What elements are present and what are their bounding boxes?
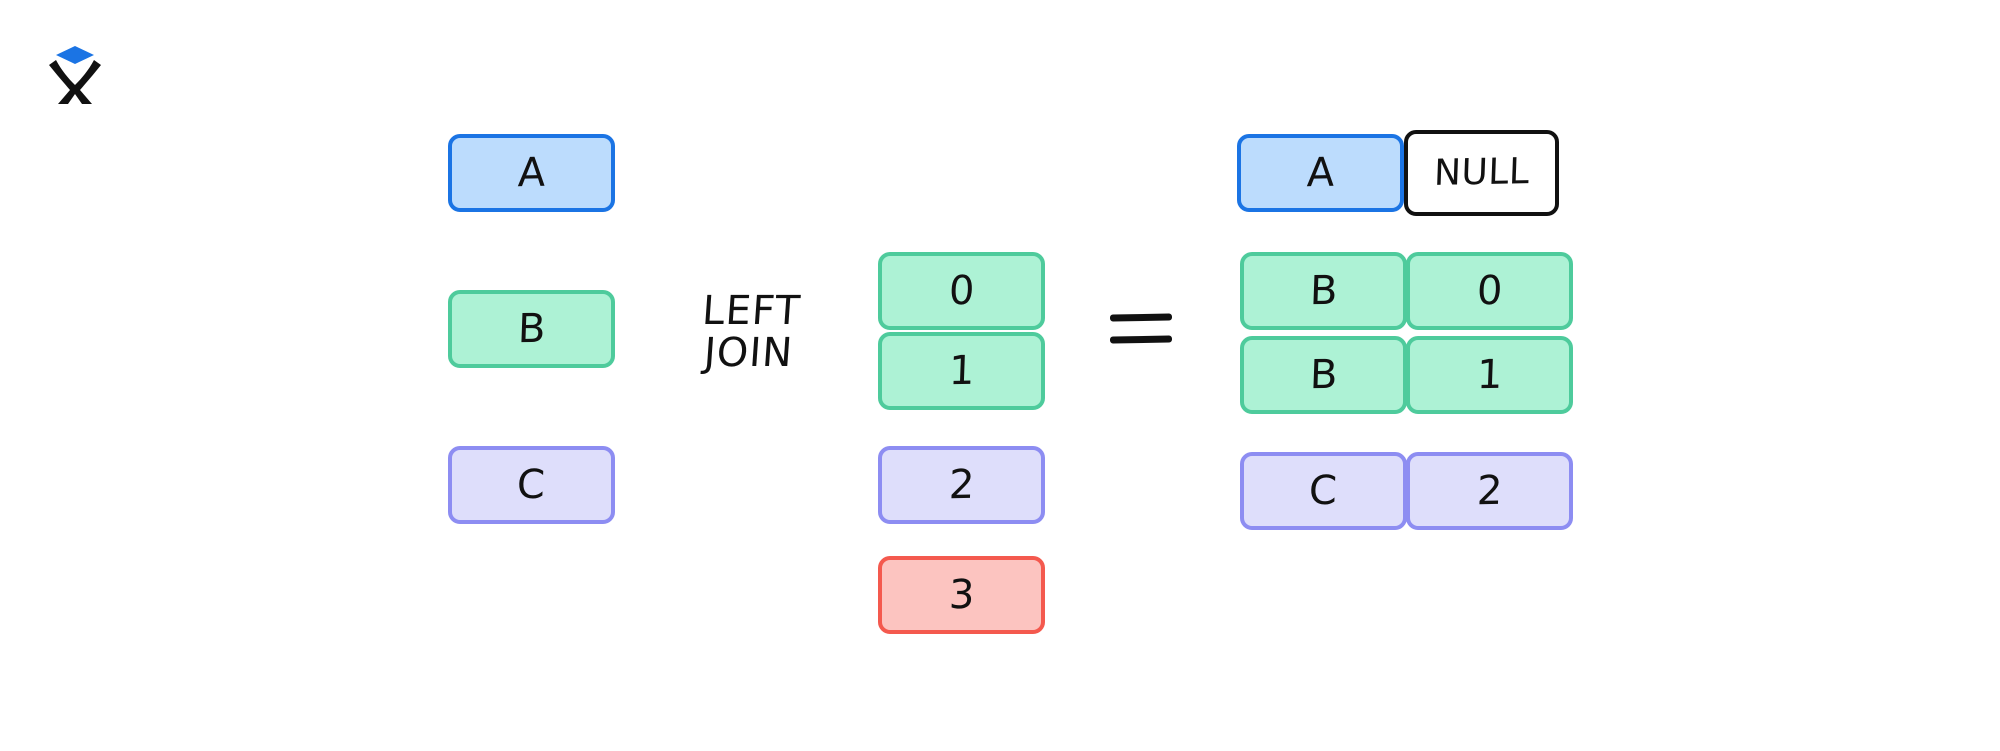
operator-line-2: JOIN [702, 330, 795, 376]
cell-value: 0 [1475, 267, 1504, 315]
cell-value: C [516, 461, 547, 509]
cell-value: B [516, 305, 547, 353]
cell-value: A [516, 149, 547, 197]
result-row-1-left-cell[interactable]: B [1240, 252, 1407, 330]
cell-value: 1 [1475, 351, 1504, 399]
cell-value: NULL [1433, 151, 1530, 194]
cell-value: 3 [947, 571, 976, 619]
result-row-0-right-cell[interactable]: NULL [1404, 130, 1559, 216]
cell-value: B [1308, 351, 1339, 399]
left-join-operator-label: LEFT JOIN [692, 288, 808, 376]
cell-value: 0 [947, 267, 976, 315]
cell-value: 2 [947, 461, 976, 509]
x-with-diamond-logo [40, 38, 110, 108]
cell-value: 1 [947, 347, 976, 395]
cell-value: 2 [1475, 467, 1504, 515]
right-table-cell-0[interactable]: 0 [878, 252, 1045, 330]
left-table-cell-a[interactable]: A [448, 134, 615, 212]
left-table-cell-c[interactable]: C [448, 446, 615, 524]
equals-sign [1109, 310, 1173, 350]
right-table-cell-1[interactable]: 1 [878, 332, 1045, 410]
cell-value: A [1305, 149, 1336, 197]
result-row-2-right-cell[interactable]: 1 [1406, 336, 1573, 414]
result-row-1-right-cell[interactable]: 0 [1406, 252, 1573, 330]
equals-bar-top [1109, 313, 1173, 322]
letter-x-mark [49, 60, 101, 104]
left-table-cell-b[interactable]: B [448, 290, 615, 368]
result-row-2-left-cell[interactable]: B [1240, 336, 1407, 414]
result-row-3-left-cell[interactable]: C [1240, 452, 1407, 530]
result-row-3-right-cell[interactable]: 2 [1406, 452, 1573, 530]
operator-line-1: LEFT [700, 288, 803, 334]
equals-bar-bottom [1109, 335, 1173, 344]
right-table-cell-2[interactable]: 2 [878, 446, 1045, 524]
right-table-cell-3[interactable]: 3 [878, 556, 1045, 634]
result-row-0-left-cell[interactable]: A [1237, 134, 1404, 212]
cell-value: C [1308, 467, 1339, 515]
cell-value: B [1308, 267, 1339, 315]
diamond-icon [56, 46, 94, 64]
